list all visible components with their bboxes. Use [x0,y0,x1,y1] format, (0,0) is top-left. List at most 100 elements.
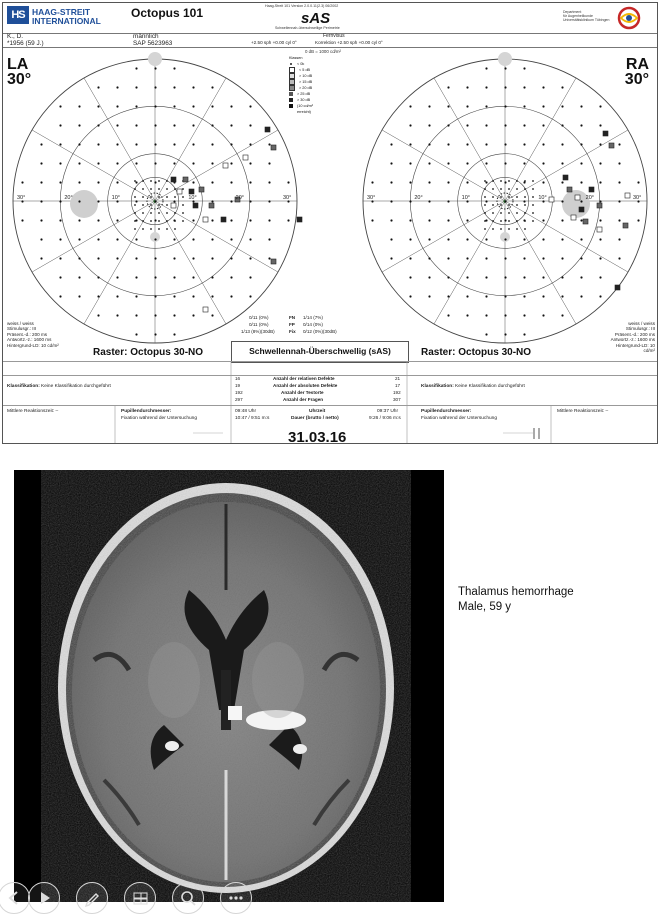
vision-mode: Fernvisus [323,33,345,39]
ct-scan-image [14,470,444,902]
stat-left-1: 16 [235,376,241,381]
right-visual-field: ♦30°20°10°10°20°30° [362,52,648,344]
zoom-icon [181,891,196,906]
class-legend: Klassen < 0k < 5 dB > 10 dB > 15 dB > 20… [289,55,349,115]
duration-right: 9:26 / 9:06 m:s [369,416,401,421]
left-params: weiss / weiss Stimulusgr.: III Präsent.-… [7,321,59,348]
correction-right: +2.50 sph +0.00 cyl 0° [337,40,383,45]
stat-label-4: Anzahl der Fragen [283,397,324,402]
brain-ct-picture [58,483,394,893]
more-icon [229,896,243,900]
right-params: weiss / weiss Stimulusgr.: III Präsent.-… [610,321,655,354]
fn-left: 0/11 (0%) [249,315,269,320]
legend-item: > 20 dB [289,85,349,91]
duration-left: 10:47 / 9:51 m:s [235,416,270,421]
logo-mark: HS [7,6,29,24]
legend-item: > 25 dB [289,91,349,97]
fp-label: FP [289,322,295,327]
fix-left: 1/13 (8%)(30dB) [241,329,275,334]
stat-right-4: 307 [393,397,401,402]
uni-line1: Department [563,10,582,14]
reaction-time-left: Mittlere Reaktionszeit: – [7,409,59,414]
svg-text:10°: 10° [462,195,470,201]
left-eye-label: LA [7,56,29,73]
svg-text:20°: 20° [414,195,422,201]
legend-item: (10 cd/m² [289,103,349,109]
slides-button[interactable] [124,882,156,914]
patient-sap: SAP 5623963 [133,40,173,47]
fix-right: 0/12 (0%)(30dB) [303,329,337,334]
uni-line2: für Augenheilkunde [563,14,593,19]
stat-left-3: 192 [235,390,243,395]
back-button[interactable] [0,882,30,914]
time-label: Uhrzeit [309,409,326,414]
patient-name: K., D. [7,33,23,40]
patient-bar: K., D. *1956 (59 J.) männlich SAP 562396… [3,33,657,48]
test-subtitle: Schwellennah-überschwellige Perimetrie [275,26,340,30]
svg-text:20°: 20° [236,195,244,201]
legend-item: erreicht) [297,110,311,114]
presentation-controls [0,874,280,920]
program-version: Haag-Streit 101 Version 2.0.0.11(2.3) 06… [265,4,339,8]
right-raster-label: Raster: Octopus 30-NO [421,347,532,358]
right-eye-field: 30° [624,71,649,88]
exam-date: 31.03.16 [288,429,347,446]
report-header: HS HAAG-STREIT INTERNATIONAL Octopus 101… [3,3,657,34]
pen-icon [84,893,99,908]
svg-text:10°: 10° [538,195,546,201]
stat-label-1: Anzahl der relativen Defekte [273,376,335,381]
fn-label: FN [289,315,296,320]
test-name: sAS [301,10,331,27]
svg-text:20°: 20° [64,195,72,201]
time-right: 09:37 Uhr [377,409,399,414]
back-icon [8,891,18,905]
correction-left: +2.50 sph +0.00 cyl 0° [251,40,297,45]
patient-sex: männlich [133,33,159,40]
legend-item: > 10 dB [289,73,349,79]
legend-item: < 0k [289,61,349,67]
stat-left-4: 297 [235,397,243,402]
classification-label-right: Klassifikation: [421,384,454,389]
legend-item: > 30 dB [289,97,349,103]
svg-text:10°: 10° [112,195,120,201]
stat-label-3: Anzahl der Testorte [281,390,324,395]
left-visual-field: ♦30°20°10°10°20°30° [12,52,303,344]
right-eye-label: RA [625,56,649,73]
eye-logo-icon [617,6,641,30]
stat-right-3: 192 [393,390,401,395]
fp-right: 0/14 (0%) [303,322,323,327]
svg-text:30°: 30° [17,195,25,201]
fixation-label-left: Fixation während der Untersuchung [121,416,197,421]
time-left: 09:48 Uhr [235,409,257,414]
play-icon [41,892,50,904]
left-eye-panel: ♦30°20°10°10°20°30° LA 30° [3,47,307,347]
left-raster-label: Raster: Octopus 30-NO [93,347,204,358]
university-logo: Department für Augenheilkunde Universitä… [563,6,653,30]
legend-item: > 15 dB [289,79,349,85]
slides-icon [133,892,148,905]
svg-text:30°: 30° [367,195,375,201]
fix-label: Fix [289,329,296,334]
zoom-button[interactable] [172,882,204,914]
perimetry-report: HS HAAG-STREIT INTERNATIONAL Octopus 101… [2,2,658,446]
caption-line1: Thalamus hemorrhage [458,586,574,598]
play-button[interactable] [28,882,60,914]
correction-label: Korrektion [315,40,336,45]
haag-streit-logo: HS HAAG-STREIT INTERNATIONAL [7,6,101,28]
stat-label-2: Anzahl der absoluten Defekte [273,383,338,388]
stats-title: Schwellennah-Überschwellig (sAS) [231,341,409,363]
pupil-label-right: Pupillendurchmesser: [421,409,472,414]
fp-left: 0/11 (0%) [249,322,269,327]
pen-button[interactable] [76,882,108,914]
fixation-label-right: Fixation während der Untersuchung [421,416,497,421]
stat-right-1: 21 [395,376,401,381]
svg-text:30°: 30° [633,195,641,201]
stat-right-2: 17 [395,383,401,388]
image-caption: Thalamus hemorrhage Male, 59 y [458,585,574,615]
patient-birth: *1956 (59 J.) [7,40,44,47]
program-name: Octopus 101 [131,6,204,20]
scale-note: 0 dB = 1000 cd/m² [305,49,341,54]
svg-text:20°: 20° [586,195,594,201]
more-button[interactable] [220,882,252,914]
logo-line1: HAAG-STREIT [32,7,91,17]
